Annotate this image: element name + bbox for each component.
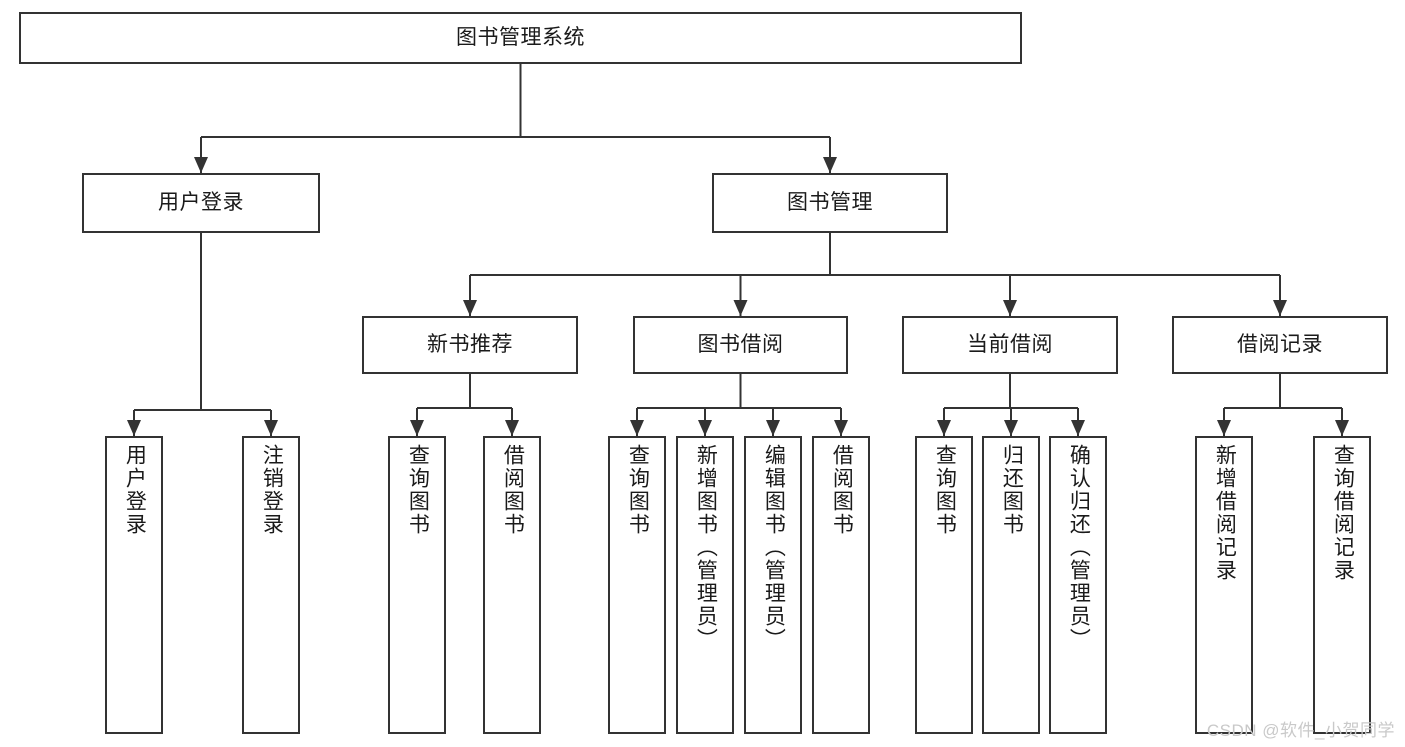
arrowhead [264, 420, 278, 436]
arrowhead [463, 300, 477, 316]
node-label: 用户登录 [158, 190, 244, 214]
node-label: 查询图书 [406, 444, 430, 536]
node-login[interactable]: 用户登录 [82, 173, 320, 233]
node-label: 借阅记录 [1237, 332, 1323, 356]
arrowhead [1273, 300, 1287, 316]
arrowhead [410, 420, 424, 436]
node-leaf-return-book[interactable]: 归还图书 [982, 436, 1040, 734]
arrowhead [1004, 420, 1018, 436]
node-leaf-query-record[interactable]: 查询借阅记录 [1313, 436, 1371, 734]
node-label: 查询图书 [626, 444, 650, 536]
arrowhead [766, 420, 780, 436]
node-leaf-add-book[interactable]: 新增图书（管理员） [676, 436, 734, 734]
node-label: 新增图书（管理员） [694, 444, 718, 651]
node-leaf-confirm-return[interactable]: 确认归还（管理员） [1049, 436, 1107, 734]
node-label: 归还图书 [1000, 444, 1024, 536]
arrowhead [698, 420, 712, 436]
node-label: 当前借阅 [967, 332, 1053, 356]
arrowhead [937, 420, 951, 436]
arrowhead [194, 157, 208, 173]
node-leaf-borrow-book-1[interactable]: 借阅图书 [483, 436, 541, 734]
node-record[interactable]: 借阅记录 [1172, 316, 1388, 374]
node-label: 图书管理 [787, 190, 873, 214]
node-bookmgmt[interactable]: 图书管理 [712, 173, 948, 233]
node-borrow[interactable]: 图书借阅 [633, 316, 848, 374]
arrowhead [1217, 420, 1231, 436]
node-root[interactable]: 图书管理系统 [19, 12, 1022, 64]
node-label: 借阅图书 [501, 444, 525, 536]
arrowhead [505, 420, 519, 436]
node-label: 查询图书 [933, 444, 957, 536]
node-label: 新增借阅记录 [1213, 444, 1237, 582]
arrowhead [630, 420, 644, 436]
arrowhead [1003, 300, 1017, 316]
node-label: 借阅图书 [830, 444, 854, 536]
node-leaf-borrow-book-2[interactable]: 借阅图书 [812, 436, 870, 734]
node-label: 编辑图书（管理员） [762, 444, 786, 651]
node-newbook[interactable]: 新书推荐 [362, 316, 578, 374]
node-label: 确认归还（管理员） [1067, 444, 1091, 651]
arrowhead [1071, 420, 1085, 436]
node-label: 图书管理系统 [456, 25, 585, 49]
node-current[interactable]: 当前借阅 [902, 316, 1118, 374]
csdn-watermark: CSDN @软件_小贺同学 [1206, 721, 1395, 740]
node-leaf-query-book-1[interactable]: 查询图书 [388, 436, 446, 734]
node-label: 查询借阅记录 [1331, 444, 1355, 582]
arrowhead [733, 300, 748, 316]
node-label: 新书推荐 [427, 332, 513, 356]
node-leaf-query-book-2[interactable]: 查询图书 [608, 436, 666, 734]
node-leaf-query-book-3[interactable]: 查询图书 [915, 436, 973, 734]
arrowhead [834, 420, 848, 436]
node-label: 用户登录 [123, 444, 147, 536]
node-leaf-edit-book[interactable]: 编辑图书（管理员） [744, 436, 802, 734]
node-label: 图书借阅 [697, 332, 784, 356]
node-leaf-user-login[interactable]: 用户登录 [105, 436, 163, 734]
node-label: 注销登录 [260, 444, 284, 536]
node-leaf-add-record[interactable]: 新增借阅记录 [1195, 436, 1253, 734]
arrowhead [127, 420, 141, 436]
arrowhead [1335, 420, 1349, 436]
arrowhead [823, 157, 837, 173]
node-leaf-logout[interactable]: 注销登录 [242, 436, 300, 734]
